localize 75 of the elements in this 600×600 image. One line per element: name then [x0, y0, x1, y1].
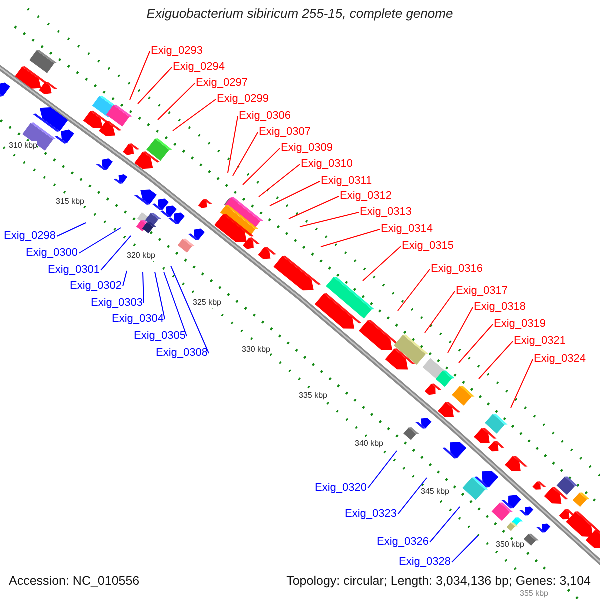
gene-label: Exig_0293 [151, 45, 203, 58]
gene-label: Exig_0305 [134, 330, 186, 343]
leader-line [172, 99, 216, 132]
leader-line [478, 341, 514, 380]
leader-line [78, 228, 122, 254]
title: Exiguobacterium sibiricum 255-15, complete genome [146, 6, 454, 21]
gene-label: Exig_0317 [456, 285, 508, 298]
gene-label: Exig_0297 [196, 77, 248, 90]
gene-label: Exig_0328 [399, 556, 451, 569]
leader-line [452, 536, 478, 563]
scale-label: 345 kbp [421, 487, 450, 497]
leader-line [368, 450, 398, 489]
scale-label: 315 kbp [56, 197, 84, 207]
leader-line [154, 272, 166, 320]
scale-label: 350 kbp [496, 540, 524, 550]
gene-label: Exig_0294 [173, 61, 225, 74]
leader-line [138, 67, 172, 104]
leader-line [242, 148, 280, 186]
gene-label: Exig_0308 [156, 347, 208, 360]
scale-label: 355 kbp [520, 589, 548, 599]
gene-label: Exig_0318 [474, 301, 526, 314]
leader-line [288, 196, 340, 220]
gene-label: Exig_0326 [377, 536, 429, 549]
gene-label: Exig_0324 [534, 353, 586, 366]
scale-label: 335 kbp [299, 391, 328, 401]
gene-label: Exig_0306 [239, 110, 291, 123]
leader-line [362, 246, 402, 282]
leader-line [458, 324, 494, 364]
leader-line [142, 272, 144, 304]
gene-label: Exig_0298 [4, 230, 56, 243]
gene-label: Exig_0300 [26, 247, 78, 260]
genome-info-text: Topology: circular; Length: 3,034,136 bp; Genes: 3,104 [286, 574, 591, 588]
leader-line [320, 229, 380, 248]
gene-label: Exig_0307 [259, 126, 311, 139]
gene-label: Exig_0304 [112, 313, 164, 326]
gene-label: Exig_0323 [345, 508, 397, 521]
gene-label: Exig_0315 [402, 240, 454, 253]
scale-label: 310 kbp [9, 141, 38, 151]
leader-line [448, 307, 474, 354]
scale-label: 330 kbp [242, 345, 270, 355]
accession-text: Accession: NC_010556 [9, 574, 140, 588]
gene-label: Exig_0314 [381, 223, 433, 236]
leader-line [510, 359, 534, 408]
leader-line [258, 164, 300, 198]
gene-label: Exig_0319 [494, 318, 546, 331]
leader-line [430, 506, 460, 543]
leader-line [158, 83, 196, 120]
scale-label: 320 kbp [127, 251, 156, 261]
gene-label: Exig_0312 [340, 190, 392, 203]
gene-label: Exig_0301 [48, 264, 100, 277]
scale-label: 340 kbp [355, 439, 384, 449]
gene-label: Exig_0311 [321, 175, 372, 188]
gene-label: Exig_0299 [217, 93, 269, 106]
leader-line [164, 272, 188, 337]
leader-line [300, 212, 360, 228]
gene-label: Exig_0321 [514, 335, 566, 348]
leader-line [398, 269, 430, 312]
leader-line [232, 132, 258, 176]
gene-label: Exig_0310 [301, 158, 353, 171]
gene-label: Exig_0313 [360, 206, 412, 219]
leader-line [130, 51, 150, 100]
gene-label: Exig_0303 [91, 297, 143, 310]
scale-label: 325 kbp [193, 298, 222, 308]
leader-line [170, 266, 210, 354]
leader-line [122, 270, 128, 287]
leader-line [228, 116, 238, 174]
leader-line [56, 222, 86, 237]
leader-line [270, 181, 320, 206]
leader-line [424, 291, 456, 334]
gene-label: Exig_0302 [70, 280, 122, 293]
gene-label: Exig_0309 [281, 142, 333, 155]
leader-line [100, 236, 132, 271]
leader-line [398, 478, 428, 515]
gene-label: Exig_0316 [431, 263, 483, 276]
gene-label: Exig_0320 [315, 482, 367, 495]
